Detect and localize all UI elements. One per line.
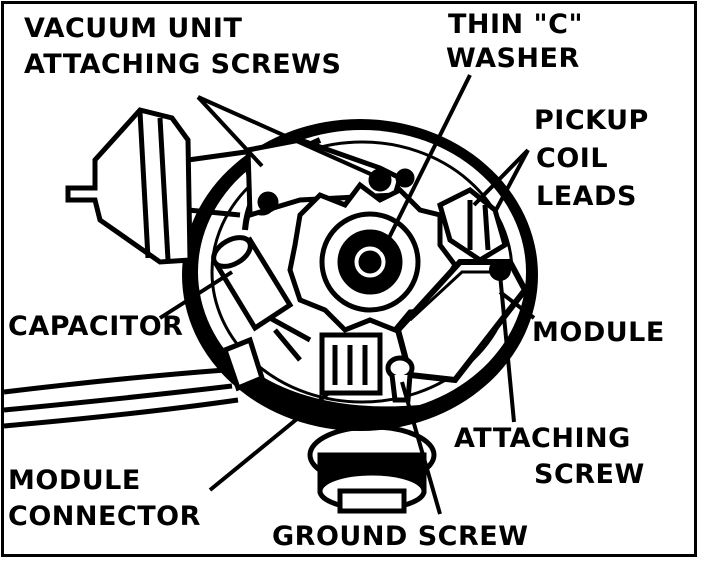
label-vacuum-unit-line2: ATTACHING SCREWS [24,49,342,80]
label-pickup-coil-line3: LEADS [536,181,637,212]
label-ground-screw: GROUND SCREW [272,521,529,552]
label-thin-c-washer-line2: WASHER [446,43,580,74]
label-capacitor: CAPACITOR [8,311,184,342]
distributor-housing-lower [307,424,437,514]
label-thin-c-washer-line1: THIN "C" [448,9,584,40]
label-attaching-screw-line2: SCREW [534,459,645,490]
label-attaching-screw-line1: ATTACHING [454,423,631,454]
leader-lines [158,74,536,515]
capacitor-part [211,235,312,362]
label-pickup-coil-line1: PICKUP [534,105,649,136]
label-pickup-coil-line2: COIL [536,143,609,174]
module-connector-part [221,332,415,403]
label-module-connector-line1: MODULE [8,465,141,496]
pickup-coil-leads [437,187,508,263]
label-module-connector-line2: CONNECTOR [8,501,201,532]
diagram-frame [1,1,697,557]
label-module: MODULE [532,317,665,348]
label-vacuum-unit-line1: VACUUM UNIT [24,13,243,44]
wiring-harness [3,367,239,429]
